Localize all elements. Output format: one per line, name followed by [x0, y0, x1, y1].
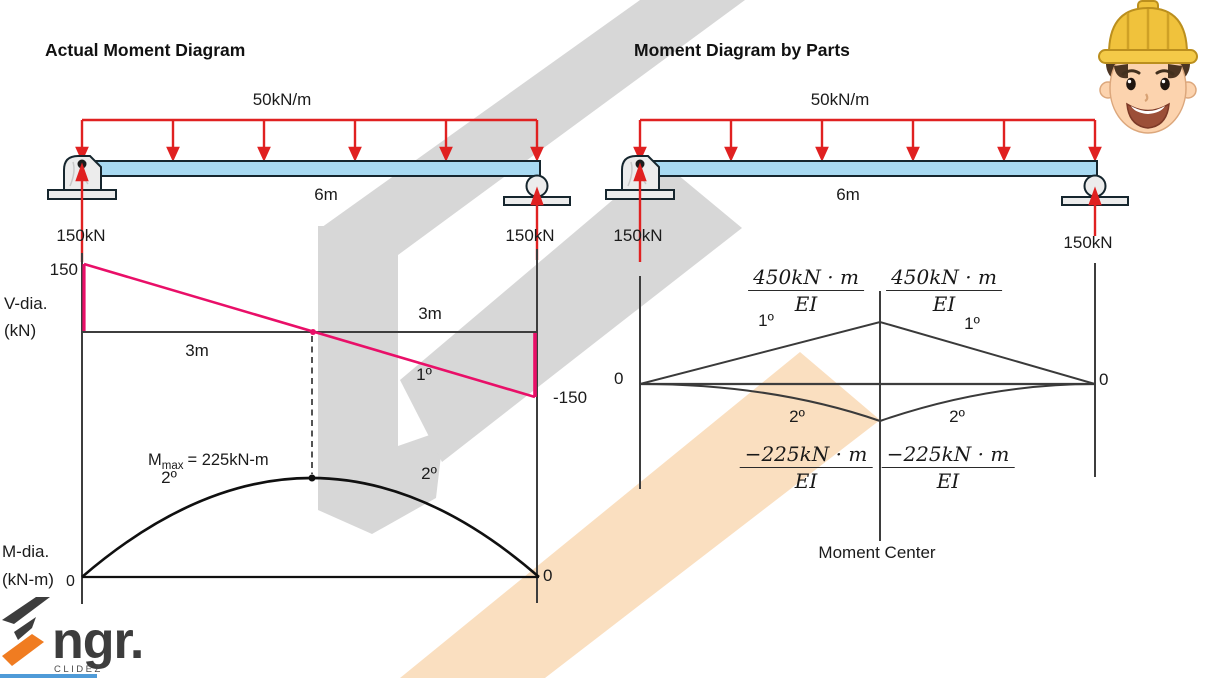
moment-max-symbol: M [148, 451, 162, 469]
shear-dim-right: 3m [418, 304, 442, 323]
shear-dim-left: 3m [185, 341, 209, 360]
parts-degree1-left: 1º [758, 311, 774, 330]
eyebrow-right [1155, 69, 1175, 76]
nose [1144, 93, 1149, 102]
fraction-numerator: 450kN · m [748, 266, 864, 291]
distributed-load-arrows [75, 118, 544, 162]
parts-degree2-right: 2º [949, 407, 965, 426]
parts-fraction-bottom-right: −225kN · m EI [881, 443, 1015, 493]
left-reaction-right-label: 150kN [505, 226, 555, 245]
first-degree-lines [639, 320, 1096, 385]
parts-diagram-axes [639, 263, 1096, 541]
eye-right [1160, 77, 1170, 91]
beam-member [95, 160, 541, 177]
right-span-label: 6m [836, 185, 860, 204]
right-reaction-right-label: 150kN [1063, 233, 1113, 252]
shear-moment-diagram-axes [81, 249, 539, 604]
shear-diagram-curve [82, 262, 537, 399]
fraction-denominator: EI [794, 292, 818, 316]
engr-logo: ngr. [2, 597, 144, 670]
moment-max-value: = 225kN-m [187, 451, 269, 469]
left-beam-assembly [47, 118, 571, 262]
parts-zero-right: 0 [1099, 370, 1109, 389]
logo-subtext: CLIDEZ [54, 664, 103, 675]
logo-wordmark: ngr. [52, 612, 143, 670]
parts-fraction-top-right: 450kN · m EI [886, 266, 1002, 314]
eye-glint [1161, 79, 1166, 84]
eye-glint [1127, 79, 1132, 84]
left-section-title: Actual Moment Diagram [45, 40, 246, 60]
fraction-denominator: EI [932, 292, 956, 316]
moment-center-label: Moment Center [818, 543, 936, 562]
left-reaction-left-label: 150kN [56, 226, 106, 245]
moment-zero-right: 0 [543, 566, 553, 585]
moment-peak-dot [308, 474, 316, 482]
peach-ribbon-watermark [400, 352, 880, 678]
hard-hat-icon [1098, 0, 1198, 64]
right-load-label: 50kN/m [810, 90, 870, 109]
right-reaction-left-label: 150kN [613, 226, 663, 245]
logo-mark-icon [2, 597, 50, 666]
moment-max-subscript: max [161, 460, 184, 472]
shear-axis-unit: (kN) [4, 321, 37, 340]
fraction-numerator: 450kN · m [886, 266, 1002, 291]
left-load-label: 50kN/m [252, 90, 312, 109]
fraction-denominator: EI [794, 469, 818, 493]
left-span-label: 6m [314, 185, 338, 204]
fraction-denominator: EI [936, 469, 960, 493]
moment-zero-left: 0 [66, 573, 75, 590]
reaction-arrows [633, 162, 1102, 262]
shear-max-value: 150 [49, 260, 78, 279]
moment-axis-unit: (kN-m) [2, 570, 54, 589]
right-beam-assembly [605, 118, 1129, 262]
parts-fraction-bottom-left: −225kN · m EI [739, 443, 873, 493]
teeth [1131, 106, 1165, 114]
shear-min-value: -150 [553, 388, 588, 407]
parts-zero-left: 0 [614, 369, 624, 388]
gray-logo-watermark [318, 0, 745, 534]
parts-degree2-left: 2º [789, 407, 805, 426]
moment-axis-name: M-dia. [2, 542, 50, 561]
shear-degree-label: 1º [416, 365, 432, 384]
distributed-load-arrows [633, 118, 1102, 162]
reaction-arrows [75, 162, 544, 262]
video-progress-bar[interactable] [0, 674, 97, 678]
eye-left [1126, 77, 1136, 91]
beam-member [653, 160, 1098, 177]
moment-degree-right: 2º [421, 464, 437, 483]
second-degree-curves [639, 383, 1096, 423]
parts-degree1-right: 1º [964, 314, 980, 333]
shear-zero-crossing-dot [310, 329, 316, 335]
fraction-numerator: −225kN · m [739, 443, 873, 468]
engineer-avatar [1098, 0, 1198, 134]
parts-diagram-curves [639, 320, 1096, 423]
fraction-numerator: −225kN · m [881, 443, 1015, 468]
right-section-title: Moment Diagram by Parts [634, 40, 850, 60]
moment-diagram-parabola [81, 476, 540, 578]
parts-fraction-top-left: 450kN · m EI [748, 266, 864, 314]
moment-max-label: Mmax= 225kN-m [148, 451, 269, 473]
moment-degree-left: 2º [161, 468, 177, 487]
shear-axis-name: V-dia. [4, 294, 48, 313]
eyebrow-left [1121, 69, 1141, 76]
